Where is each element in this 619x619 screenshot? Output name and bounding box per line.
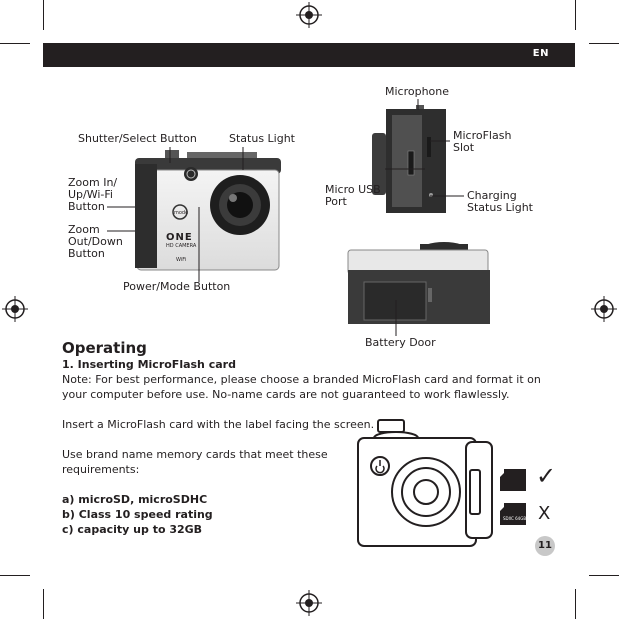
page-number: 11 xyxy=(535,536,555,556)
wifi-label: WiFi xyxy=(176,257,187,263)
section-subtitle: 1. Inserting MicroFlash card xyxy=(62,358,236,371)
camera-card-insertion-illustration xyxy=(357,419,493,547)
zoom-in-label: Zoom In/ Up/Wi-Fi Button xyxy=(68,176,118,213)
sdxc-card-text: SDXC 64GB xyxy=(503,516,527,521)
crop-mark xyxy=(43,589,44,619)
crop-mark xyxy=(0,43,30,44)
crop-mark xyxy=(0,575,30,576)
crop-mark xyxy=(43,0,44,30)
mode-label: mode xyxy=(174,210,189,216)
microphone-label: Microphone xyxy=(385,85,450,98)
use-line-1: Use brand name memory cards that meet th… xyxy=(62,448,328,461)
power-mode-label: Power/Mode Button xyxy=(123,280,231,293)
registration-mark-icon xyxy=(296,2,322,28)
zoom-out-label: Zoom Out/Down Button xyxy=(68,223,123,260)
registration-mark-icon xyxy=(591,296,617,322)
camera-front-illustration xyxy=(135,150,281,271)
insert-instruction: Insert a MicroFlash card with the label … xyxy=(62,418,375,431)
crop-mark xyxy=(575,589,576,619)
accepted-check-icon: ✓ xyxy=(536,462,557,490)
requirement-c: c) capacity up to 32GB xyxy=(62,523,203,536)
note-line-2: your computer before use. No-name cards … xyxy=(62,388,510,401)
requirement-a: a) microSD, microSDHC xyxy=(62,493,208,506)
header-band: EN xyxy=(43,43,575,67)
brand-logo: ONE xyxy=(166,232,193,243)
camera-bottom-illustration xyxy=(347,242,490,324)
section-title: Operating xyxy=(62,339,147,357)
rejected-x-icon: X xyxy=(538,503,551,524)
registration-mark-icon xyxy=(296,590,322,616)
crop-mark xyxy=(575,0,576,30)
shutter-select-label: Shutter/Select Button xyxy=(78,132,197,145)
microflash-slot-label: MicroFlash Slot xyxy=(453,129,512,154)
language-label: EN xyxy=(532,48,549,59)
status-light-label: Status Light xyxy=(229,132,295,145)
crop-mark xyxy=(589,43,619,44)
model-label: HD CAMERA xyxy=(166,243,197,249)
crop-mark xyxy=(589,575,619,576)
camera-side-illustration xyxy=(372,105,446,213)
charging-status-label: Charging Status Light xyxy=(467,189,533,214)
battery-door-label: Battery Door xyxy=(365,336,436,349)
requirement-b: b) Class 10 speed rating xyxy=(62,508,213,521)
registration-mark-icon xyxy=(2,296,28,322)
sdxc-card-icon xyxy=(500,503,526,525)
micro-usb-label: Micro USB Port xyxy=(325,183,381,208)
microsd-card-icon xyxy=(500,469,526,491)
note-line-1: Note: For best performance, please choos… xyxy=(62,373,541,386)
use-line-2: requirements: xyxy=(62,463,140,476)
